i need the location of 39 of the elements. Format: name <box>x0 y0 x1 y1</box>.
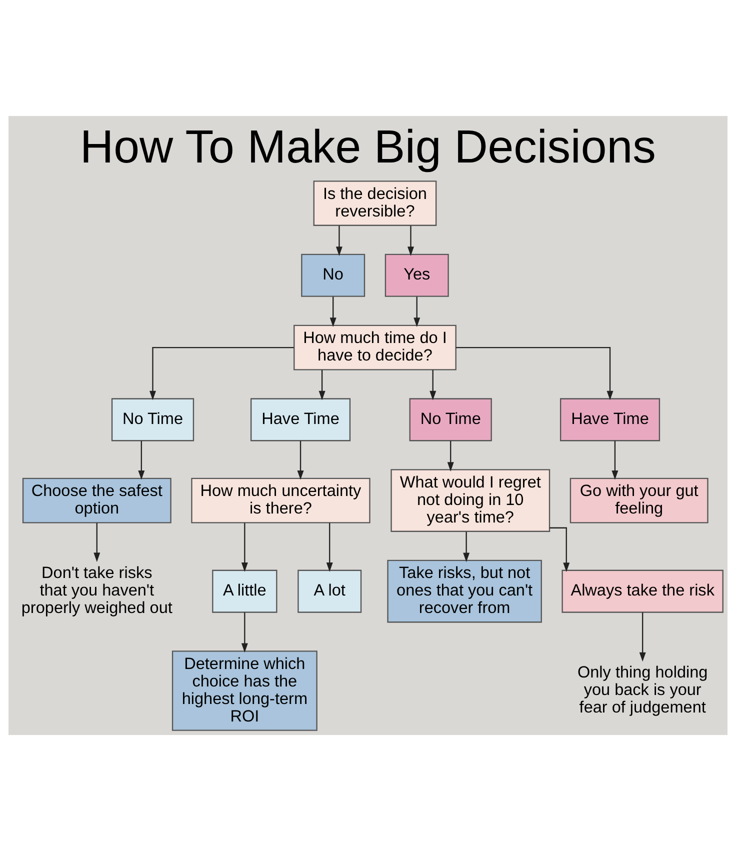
arrow <box>456 346 614 400</box>
arrow <box>336 225 342 256</box>
node-box: Have Time <box>250 398 351 441</box>
node-box: Determine which choice has the highest long-term ROI <box>172 650 318 730</box>
node-box: Is the decision reversible? <box>313 180 437 226</box>
arrow <box>241 522 248 572</box>
arrow <box>408 225 414 256</box>
arrow <box>550 526 570 572</box>
arrow <box>330 296 336 326</box>
arrow <box>463 531 470 562</box>
arrow <box>414 296 420 326</box>
node-box: Have Time <box>560 398 660 441</box>
arrow <box>612 440 618 480</box>
arrow <box>430 369 436 400</box>
arrow <box>138 440 145 480</box>
node-box: What would I regret not doing in 10 year's time? <box>390 468 550 532</box>
arrow <box>639 612 646 662</box>
node-box: How much uncertainty is there? <box>191 477 370 523</box>
node-box: How much time do I have to decide? <box>294 324 456 370</box>
node-box: No <box>301 253 366 296</box>
arrow <box>241 612 248 652</box>
arrow <box>447 440 454 471</box>
node-text: Only thing holding you back is your fear of judgement <box>577 663 708 716</box>
diagram-title: How To Make Big Decisions <box>80 120 656 172</box>
arrow <box>94 522 100 562</box>
node-box: No Time <box>409 398 492 441</box>
node-box: No Time <box>111 398 194 441</box>
arrow <box>326 522 333 572</box>
node-box: Choose the safest option <box>22 477 172 523</box>
arrow <box>297 440 304 480</box>
node-text: Don't take risks that you haven't properly weighed out <box>21 564 172 617</box>
node-box: Take risks, but not ones that you can't recover from <box>387 559 542 622</box>
node-box: A little <box>212 569 278 612</box>
node-box: Always take the risk <box>562 569 724 612</box>
arrow <box>318 369 326 400</box>
arrow <box>149 346 294 400</box>
node-box: A lot <box>298 569 362 612</box>
node-box: Yes <box>384 253 449 296</box>
node-box: Go with your gut feeling <box>570 477 708 523</box>
